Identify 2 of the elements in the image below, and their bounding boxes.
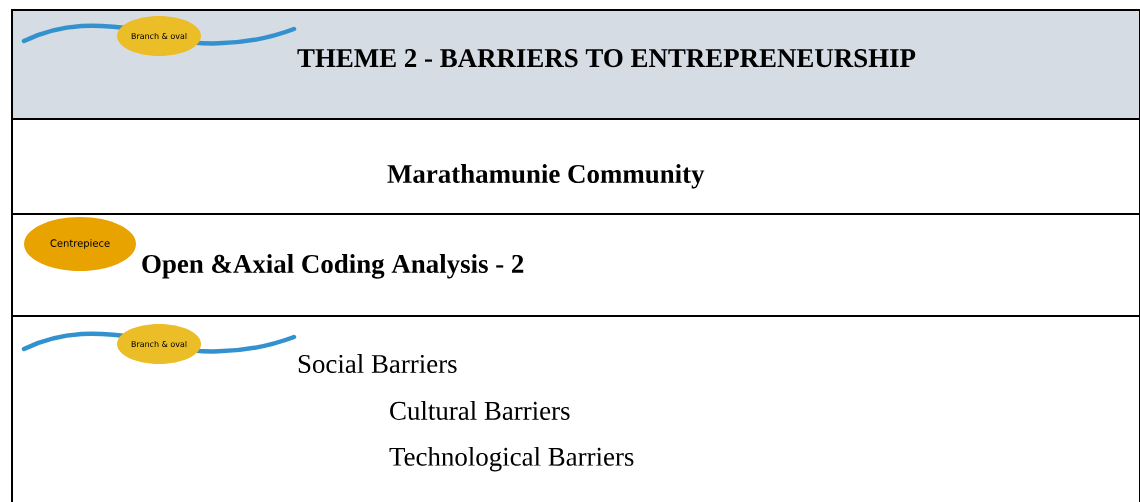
oval: Centrepiece: [24, 217, 136, 271]
table-row: Marathamunie Community: [11, 118, 1140, 215]
